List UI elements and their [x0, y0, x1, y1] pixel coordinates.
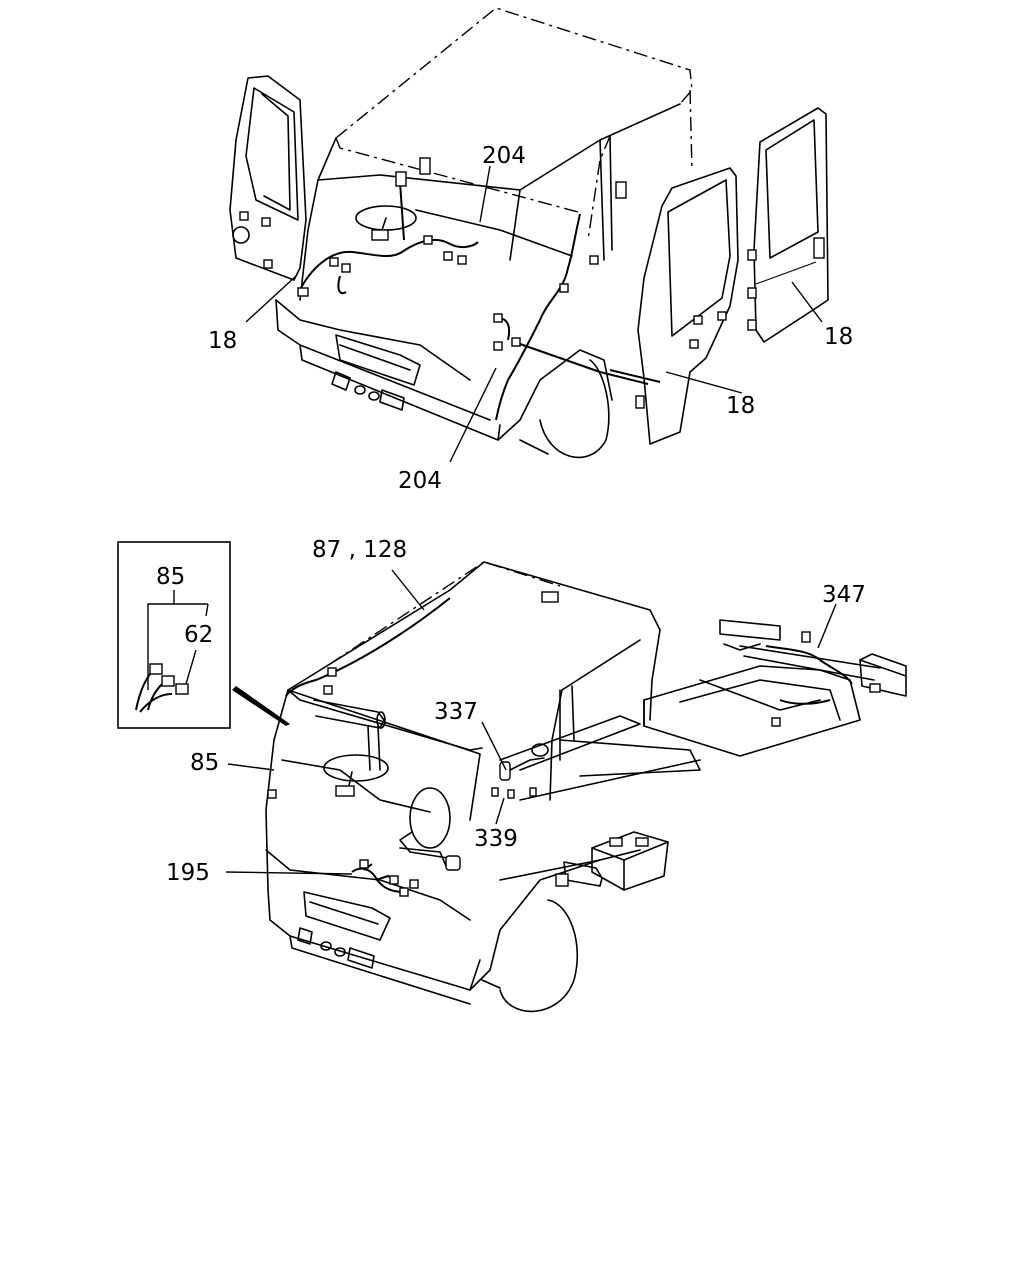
callout-204-harness: 204	[482, 143, 526, 169]
callout-18-rear-door: 18	[824, 324, 853, 350]
callout-339: 339	[474, 826, 518, 852]
inset-callout-85: 85	[156, 564, 185, 590]
callout-18-left-door: 18	[208, 328, 237, 354]
callout-18-right-door: 18	[726, 393, 755, 419]
bottom-cab-drawing	[265, 561, 907, 1013]
callout-195: 195	[166, 860, 210, 886]
inset-pointer-arrow	[232, 686, 290, 726]
inset-callout-62: 62	[184, 622, 213, 648]
top-callouts: 204 18 204 18 18	[208, 143, 853, 494]
callout-87-128: 87 , 128	[312, 537, 407, 563]
top-leader-lines	[245, 165, 823, 463]
callout-85: 85	[190, 750, 219, 776]
inset-connector-detail: 85 62	[117, 541, 231, 729]
inset-frame	[117, 541, 231, 729]
callout-204-front: 204	[398, 468, 442, 494]
callout-337: 337	[434, 699, 478, 725]
bottom-callouts: 87 , 128 347 337 339 85 195	[166, 537, 866, 886]
top-cab-drawing	[229, 7, 829, 459]
callout-347: 347	[822, 582, 866, 608]
bottom-leader-lines	[225, 569, 837, 875]
